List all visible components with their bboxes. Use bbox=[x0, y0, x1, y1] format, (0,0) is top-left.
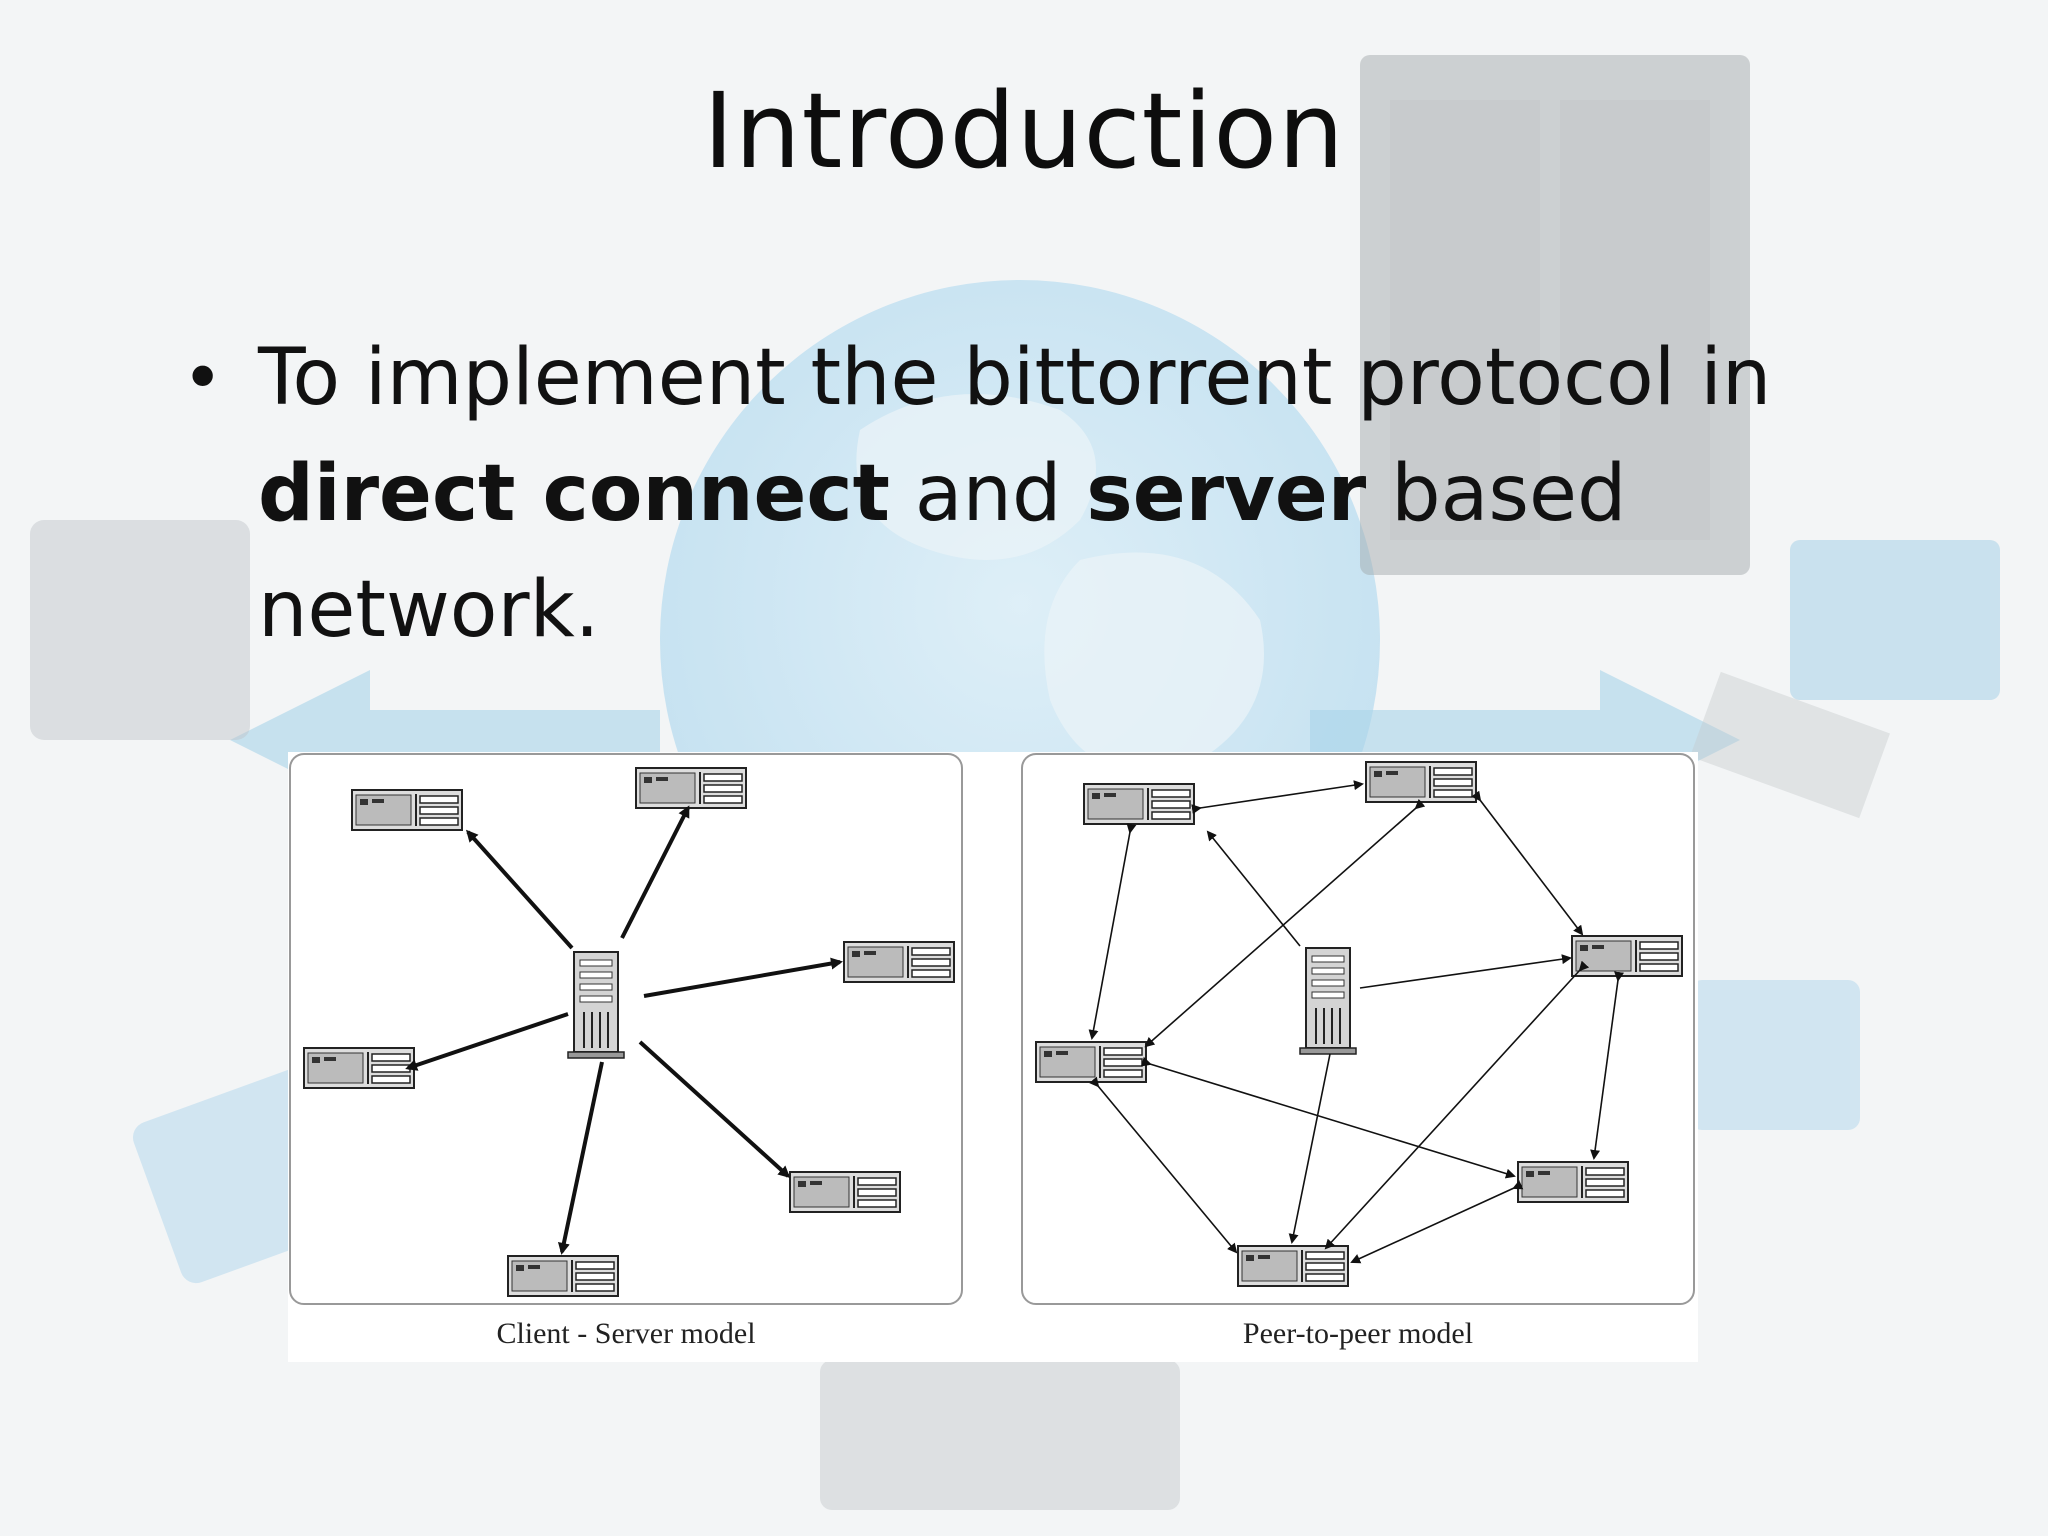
peer-link bbox=[1471, 790, 1584, 936]
peer-computer-icon bbox=[1237, 1245, 1349, 1287]
peer-link bbox=[1590, 971, 1625, 1160]
bold-server: server bbox=[1086, 449, 1367, 539]
client-computer-icon bbox=[843, 941, 955, 983]
peer-computer-icon bbox=[1083, 783, 1195, 825]
bullet-dot: • bbox=[182, 337, 224, 419]
bold-direct-connect: direct connect bbox=[258, 449, 890, 539]
peer-computer-icon bbox=[1517, 1161, 1629, 1203]
peer-to-peer-caption: Peer-to-peer model bbox=[1242, 1317, 1474, 1350]
slide-title: Introduction bbox=[703, 70, 1345, 192]
client-computer-icon bbox=[789, 1171, 901, 1213]
peer-link bbox=[1089, 1076, 1238, 1254]
monitor-icon bbox=[1790, 540, 2000, 700]
client-computer-icon bbox=[303, 1047, 415, 1089]
connection-arrow bbox=[465, 829, 574, 950]
connection-arrow bbox=[557, 1061, 604, 1255]
tracker-server-icon bbox=[1299, 947, 1357, 1055]
bullet-and: and bbox=[914, 449, 1062, 539]
client-server-panel bbox=[289, 753, 963, 1305]
phone-icon bbox=[1690, 980, 1860, 1130]
central-server-icon bbox=[567, 951, 625, 1059]
bullet-text: To implement the bittorrent protocol in … bbox=[258, 320, 1858, 668]
client-computer-icon bbox=[635, 767, 747, 809]
connection-arrow bbox=[405, 1012, 569, 1071]
connection-arrow bbox=[620, 805, 690, 939]
connection-arrow bbox=[638, 1040, 791, 1179]
peer-to-peer-panel bbox=[1021, 753, 1695, 1305]
network-models-figure: Client - Server model Peer-to-peer model bbox=[288, 752, 1698, 1362]
peer-link bbox=[1350, 1180, 1524, 1264]
printer-icon bbox=[30, 520, 250, 740]
bullet-end: based network. bbox=[258, 449, 1627, 655]
laptop-icon bbox=[820, 1360, 1180, 1510]
client-computer-icon bbox=[507, 1255, 619, 1297]
peer-link bbox=[1144, 798, 1426, 1048]
peer-computer-icon bbox=[1365, 761, 1477, 803]
peer-computer-icon bbox=[1035, 1041, 1147, 1083]
connection-arrow bbox=[643, 957, 843, 998]
network-diagram bbox=[289, 753, 1695, 1305]
client-server-caption: Client - Server model bbox=[496, 1317, 756, 1350]
peer-link bbox=[1088, 823, 1137, 1040]
peer-computer-icon bbox=[1571, 935, 1683, 977]
peer-link bbox=[1288, 1053, 1331, 1244]
bullet-line-1: To implement the bittorrent protocol in bbox=[258, 333, 1772, 423]
client-computer-icon bbox=[351, 789, 463, 831]
